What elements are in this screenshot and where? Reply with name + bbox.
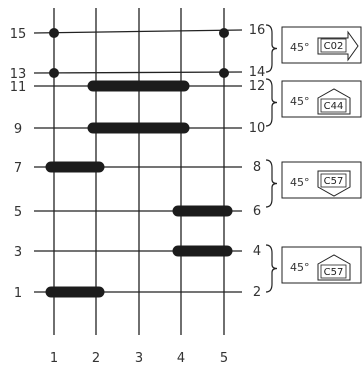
left-row-label: 15 (10, 27, 27, 42)
tag-code: C44 (324, 101, 344, 112)
connection-dot-4 (219, 68, 229, 78)
left-row-label: 3 (14, 245, 22, 260)
connection-bars (45, 80, 233, 298)
left-row-label: 11 (10, 80, 27, 95)
tag-angle: 45° (290, 95, 310, 108)
column-label: 3 (135, 351, 143, 366)
tag-angle: 45° (290, 261, 310, 274)
left-row-label: 9 (14, 122, 22, 137)
grid-lines (33, 8, 243, 335)
right-row-label: 10 (249, 121, 266, 136)
angle-tags: 45° C02 45° C44 45° C57 45° C57 (265, 24, 362, 293)
connection-dot-1 (49, 28, 59, 38)
connection-dot-2 (219, 28, 229, 38)
column-label: 2 (92, 351, 100, 366)
direction-down-arrow-icon (317, 170, 351, 197)
tag-brace-icon (265, 244, 278, 293)
tag-code-box (320, 98, 347, 113)
tag-code: C57 (324, 267, 344, 278)
tag-brace-icon (265, 159, 278, 208)
right-row-label: 12 (249, 79, 266, 94)
left-row-label: 1 (14, 286, 22, 301)
right-row-label: 14 (249, 65, 266, 80)
tag-angle: 45° (290, 176, 310, 189)
right-row-label: 2 (253, 285, 261, 300)
left-row-label: 13 (10, 67, 27, 82)
tag-code-box (320, 264, 347, 279)
tag-code: C57 (324, 176, 344, 187)
angle-tag-1: 45° C02 (265, 24, 362, 73)
angle-tag-4: 45° C57 (265, 244, 362, 293)
column-labels: 1 2 3 4 5 (50, 351, 228, 366)
grid-row-line-15 (33, 29, 243, 34)
angle-tag-2: 45° C44 (265, 78, 362, 127)
tag-brace-icon (265, 78, 278, 127)
tag-brace-icon (265, 24, 278, 73)
left-row-label: 7 (14, 161, 22, 176)
grid-row-line-13 (33, 71, 243, 74)
column-label: 1 (50, 351, 58, 366)
right-row-label: 16 (249, 23, 266, 38)
direction-up-arrow-icon (317, 88, 351, 115)
tag-code-box (320, 173, 347, 188)
angle-tag-3: 45° C57 (265, 159, 362, 208)
tag-code-box (320, 38, 347, 53)
column-label: 5 (220, 351, 228, 366)
right-row-label: 8 (253, 160, 261, 175)
tag-angle: 45° (290, 41, 310, 54)
right-row-label: 6 (253, 204, 261, 219)
tag-code: C02 (324, 41, 344, 52)
column-label: 4 (177, 351, 185, 366)
right-row-label: 4 (253, 244, 261, 259)
connection-dot-3 (49, 68, 59, 78)
left-row-label: 5 (14, 205, 22, 220)
direction-up-arrow-icon (317, 254, 351, 281)
connection-dots (49, 28, 229, 78)
